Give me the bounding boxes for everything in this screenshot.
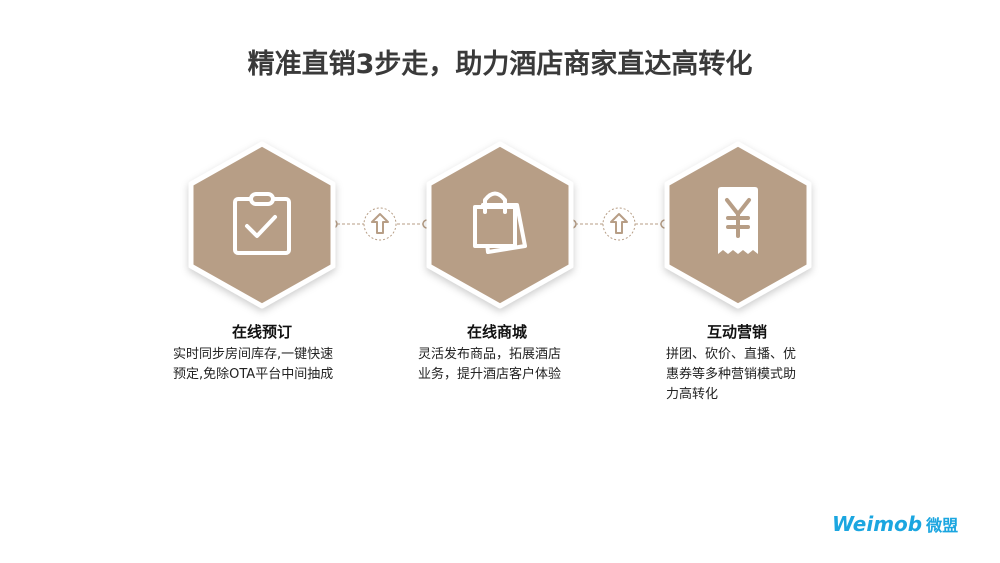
arrow-up-icon <box>371 213 389 234</box>
desc-line: 实时同步房间库存,一键快速 <box>173 347 334 362</box>
clipboard-check-icon <box>233 192 291 255</box>
logo-text-cn: 微盟 <box>926 516 959 535</box>
desc-line: 业务，提升酒店客户体验 <box>418 367 562 382</box>
step-heading-2: 在线商城 <box>466 323 527 341</box>
desc-line: 灵活发布商品，拓展酒店 <box>418 347 562 362</box>
step-heading-3: 互动营销 <box>706 323 767 341</box>
desc-line: 惠券等多种营销模式助 <box>666 367 797 382</box>
shopping-bag-icon <box>473 191 527 254</box>
desc-line: 预定,免除OTA平台中间抽成 <box>173 367 334 382</box>
arrow-up-icon <box>610 213 628 234</box>
desc-line: 拼团、砍价、直播、优 <box>666 347 797 362</box>
step-heading-1: 在线预订 <box>231 323 292 341</box>
logo-text-en: Weimob <box>832 512 923 536</box>
yuan-receipt-icon <box>718 187 758 254</box>
desc-line: 力高转化 <box>666 387 719 402</box>
step-description-1: 实时同步房间库存,一键快速 预定,免除OTA平台中间抽成 <box>173 345 333 385</box>
connector-2 <box>567 207 670 241</box>
step-hexagon-1 <box>187 141 337 309</box>
step-hexagon-3 <box>663 141 813 309</box>
step-description-3: 拼团、砍价、直播、优 惠券等多种营销模式助 力高转化 <box>666 345 796 405</box>
step-description-2: 灵活发布商品，拓展酒店 业务，提升酒店客户体验 <box>418 345 561 385</box>
page-title: 精准直销3步走，助力酒店商家直达高转化 <box>247 49 753 80</box>
step-hexagon-2 <box>425 141 575 309</box>
connector-1 <box>328 207 432 241</box>
